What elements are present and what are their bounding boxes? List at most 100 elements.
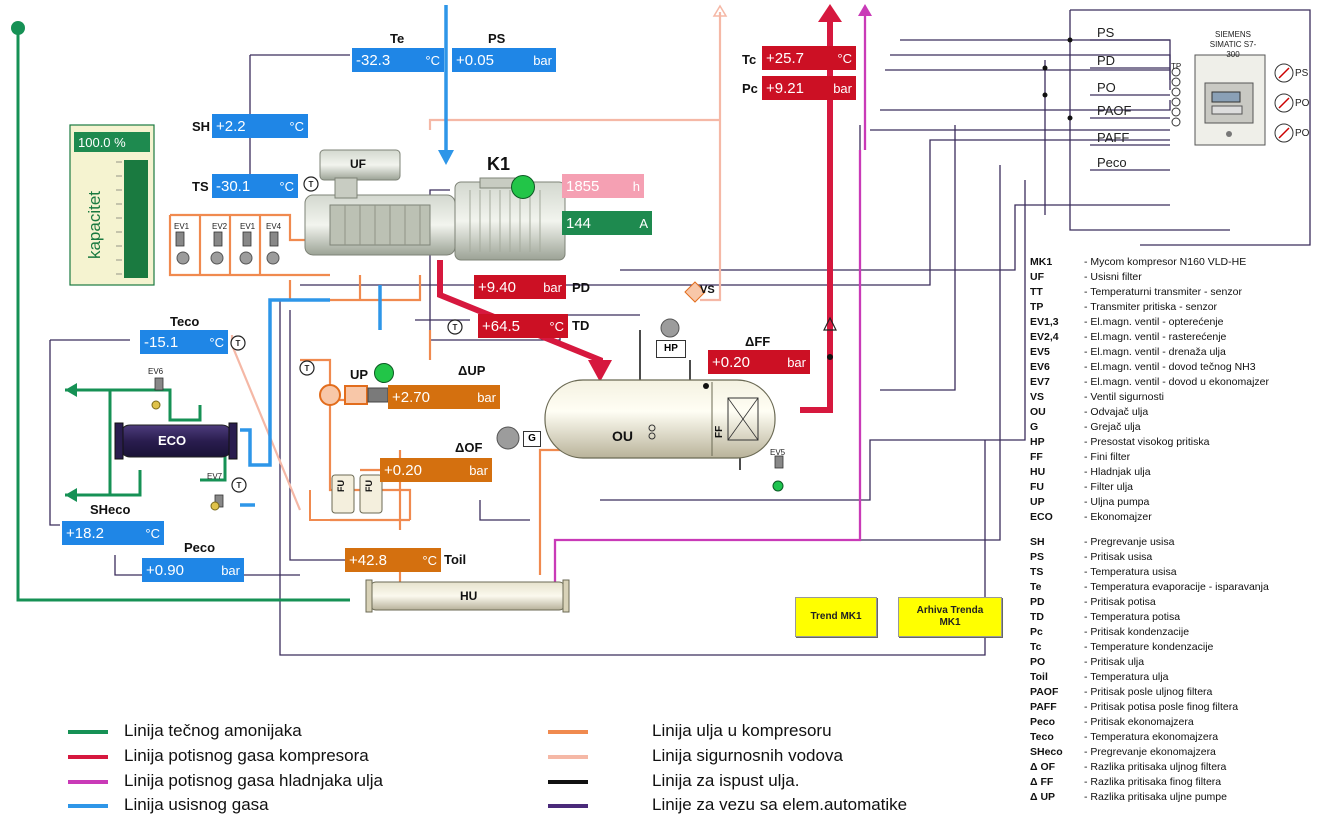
legend-row: UF- Usisni filter	[1030, 271, 1142, 283]
legend-row: ECO- Ekonomajzer	[1030, 511, 1152, 523]
legend-row: Toil- Temperatura ulja	[1030, 671, 1168, 683]
legend-abbr: SHeco	[1030, 746, 1063, 758]
fu-label-1: FU	[336, 480, 346, 492]
dof-unit: bar	[469, 462, 488, 478]
legend-line-swatch	[68, 804, 108, 808]
td-readout: +64.5°C	[478, 314, 568, 338]
automation-link-lines	[49, 9, 1311, 656]
oil-heater-symbol	[496, 426, 520, 450]
legend-row: Pc- Pritisak kondenzacije	[1030, 626, 1189, 638]
legend-row: EV6- El.magn. ventil - dovod tečnog NH3	[1030, 361, 1256, 373]
temperature-transmitters	[230, 176, 463, 493]
up-label: UP	[350, 367, 369, 382]
plc-model: SIMATIC S7-300	[1209, 40, 1257, 59]
capacity-value: 100.0 %	[74, 132, 150, 152]
legend-line-swatch	[548, 780, 588, 784]
dff-label: ΔFF	[745, 334, 771, 349]
legend-abbr: SH	[1030, 536, 1045, 548]
plc-title: SIEMENS SIMATIC S7-300	[1205, 30, 1261, 60]
plc-gauge-po-1: PO	[1295, 98, 1310, 109]
ev1-label: EV1	[174, 222, 190, 231]
legend-abbr: Δ OF	[1030, 761, 1056, 773]
suction-gas-lines	[240, 5, 448, 507]
dup-value: +2.70	[392, 388, 430, 406]
plc-gauge-ps: PS	[1295, 68, 1309, 79]
legend-row: FU- Filter ulja	[1030, 481, 1133, 493]
plc-cabinet	[1171, 54, 1294, 146]
legend-abbr: HP	[1030, 436, 1045, 448]
tc-readout: +25.7 °C	[762, 46, 856, 70]
oil-separator-tank	[544, 379, 776, 459]
hp-box: HP	[656, 340, 686, 358]
vs-label: VS	[700, 284, 715, 296]
legend-abbr: HU	[1030, 466, 1046, 478]
dup-unit: bar	[477, 389, 496, 405]
oil-cooler	[365, 579, 570, 613]
trend-mk1-button[interactable]: Trend MK1	[795, 597, 877, 637]
legend-abbr: Pc	[1030, 626, 1043, 638]
legend-abbr: PD	[1030, 596, 1045, 608]
legend-row: PD- Pritisak potisa	[1030, 596, 1156, 608]
tc-unit: °C	[837, 50, 852, 66]
td-value: +64.5	[482, 317, 520, 335]
td-label: TD	[572, 318, 590, 333]
economizer	[114, 422, 238, 460]
legend-desc: - Transmiter pritiska - senzor	[1084, 301, 1218, 313]
toil-readout: +42.8°C	[345, 548, 441, 572]
toil-unit: °C	[422, 552, 437, 568]
hu-label: HU	[460, 589, 478, 603]
legend-abbr: EV7	[1030, 376, 1050, 388]
ammonia-arrow-left-top	[65, 383, 77, 397]
legend-row: Peco- Pritisak ekonomajzera	[1030, 716, 1194, 728]
legend-abbr: Teco	[1030, 731, 1054, 743]
hours-unit: h	[632, 178, 640, 194]
legend-abbr: Δ UP	[1030, 791, 1056, 803]
legend-row: TS- Temperatura usisa	[1030, 566, 1177, 578]
svg-text:T: T	[309, 180, 314, 189]
plc-input-lines	[1090, 39, 1170, 171]
legend-abbr: FF	[1030, 451, 1043, 463]
legend-abbr: PS	[1030, 551, 1045, 563]
legend-row: Δ UP- Razlika pritisaka uljne pumpe	[1030, 791, 1227, 803]
plc-input-ps: PS	[1097, 25, 1115, 40]
plc-input-paff: PAFF	[1097, 130, 1130, 145]
svg-text:T: T	[305, 364, 310, 373]
discharge-arrow-separator	[588, 360, 612, 382]
discharge-junction	[827, 354, 833, 360]
sh-label: SH	[192, 119, 211, 134]
eco-label: ECO	[158, 433, 187, 448]
legend-row: SH - Pregrevanje usisa	[1030, 536, 1174, 548]
tc-value: +25.7	[766, 49, 804, 67]
legend-abbr: Peco	[1030, 716, 1056, 728]
trend-archive-button[interactable]: Arhiva Trenda MK1	[898, 597, 1002, 637]
oil-cooler-discharge-lines	[553, 10, 867, 590]
legend-line-swatch	[68, 730, 108, 734]
pd-label: PD	[572, 280, 591, 295]
te-readout: -32.3°C	[352, 48, 444, 72]
legend-desc: - Pregrevanje usisa	[1084, 536, 1175, 548]
plc-tp-label: TP	[1171, 62, 1182, 71]
discharge-arrow-up	[818, 4, 842, 22]
capacity-value-text: 100.0 %	[78, 134, 126, 150]
legend-abbr: EV1,3	[1030, 316, 1059, 328]
legend-desc: - Filter ulja	[1084, 481, 1134, 493]
k1-label: K1	[487, 154, 511, 174]
plc-input-peco: Peco	[1097, 155, 1127, 170]
legend-abbr: PO	[1030, 656, 1046, 668]
ps-label: PS	[488, 31, 506, 46]
trend-archive-button-label-2: MK1	[939, 617, 961, 628]
compressor-body	[304, 149, 456, 256]
legend-abbr: Tc	[1030, 641, 1042, 653]
legend-desc: - Temperatura potisa	[1084, 611, 1181, 623]
legend-desc: - Usisni filter	[1084, 271, 1142, 283]
legend-row: PAFF- Pritisak potisa posle finog filter…	[1030, 701, 1238, 713]
uf-label: UF	[350, 157, 366, 171]
trend-archive-button-label-1: Arhiva Trenda	[916, 605, 984, 616]
legend-line-label: Linija za ispust ulja.	[652, 771, 800, 790]
ou-label: OU	[612, 428, 633, 444]
